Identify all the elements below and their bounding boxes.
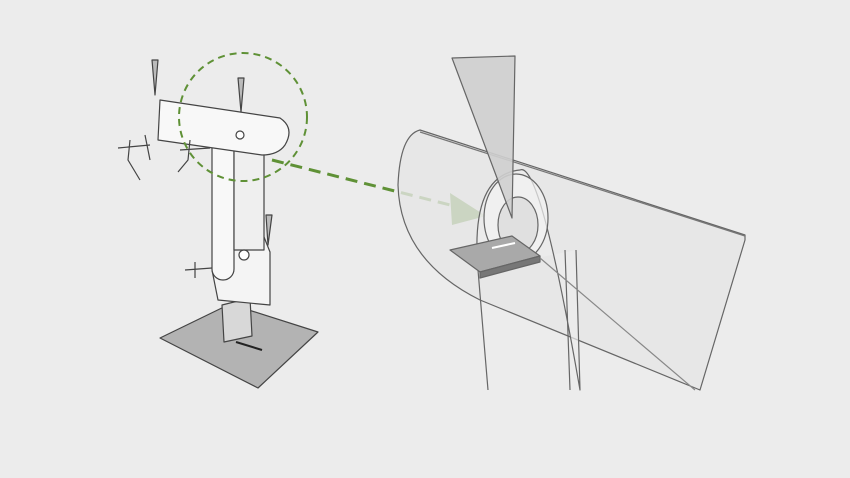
detail-marker-circle (178, 52, 308, 182)
support-edge (539, 257, 696, 391)
horizontal-arm (157, 99, 290, 156)
gripper-blade (221, 297, 253, 343)
column-back (233, 149, 265, 251)
pin-2 (237, 77, 245, 113)
clip-left (117, 134, 151, 181)
pivot-hole-lower (238, 249, 250, 261)
pin-1 (151, 59, 159, 96)
vertical-link (211, 129, 235, 281)
pin-detail (451, 55, 516, 219)
clip-middle (177, 139, 211, 173)
base-plate (159, 303, 319, 389)
clip-slot (491, 242, 516, 249)
robot-arm-assembly (117, 59, 319, 389)
clip-tile-side (479, 255, 541, 279)
clip-lower (184, 262, 213, 278)
pivot-hole (235, 130, 245, 140)
base-slot (235, 341, 263, 351)
pin-3 (265, 214, 273, 246)
detail-view (397, 55, 746, 391)
arm-top-edge (419, 131, 746, 237)
